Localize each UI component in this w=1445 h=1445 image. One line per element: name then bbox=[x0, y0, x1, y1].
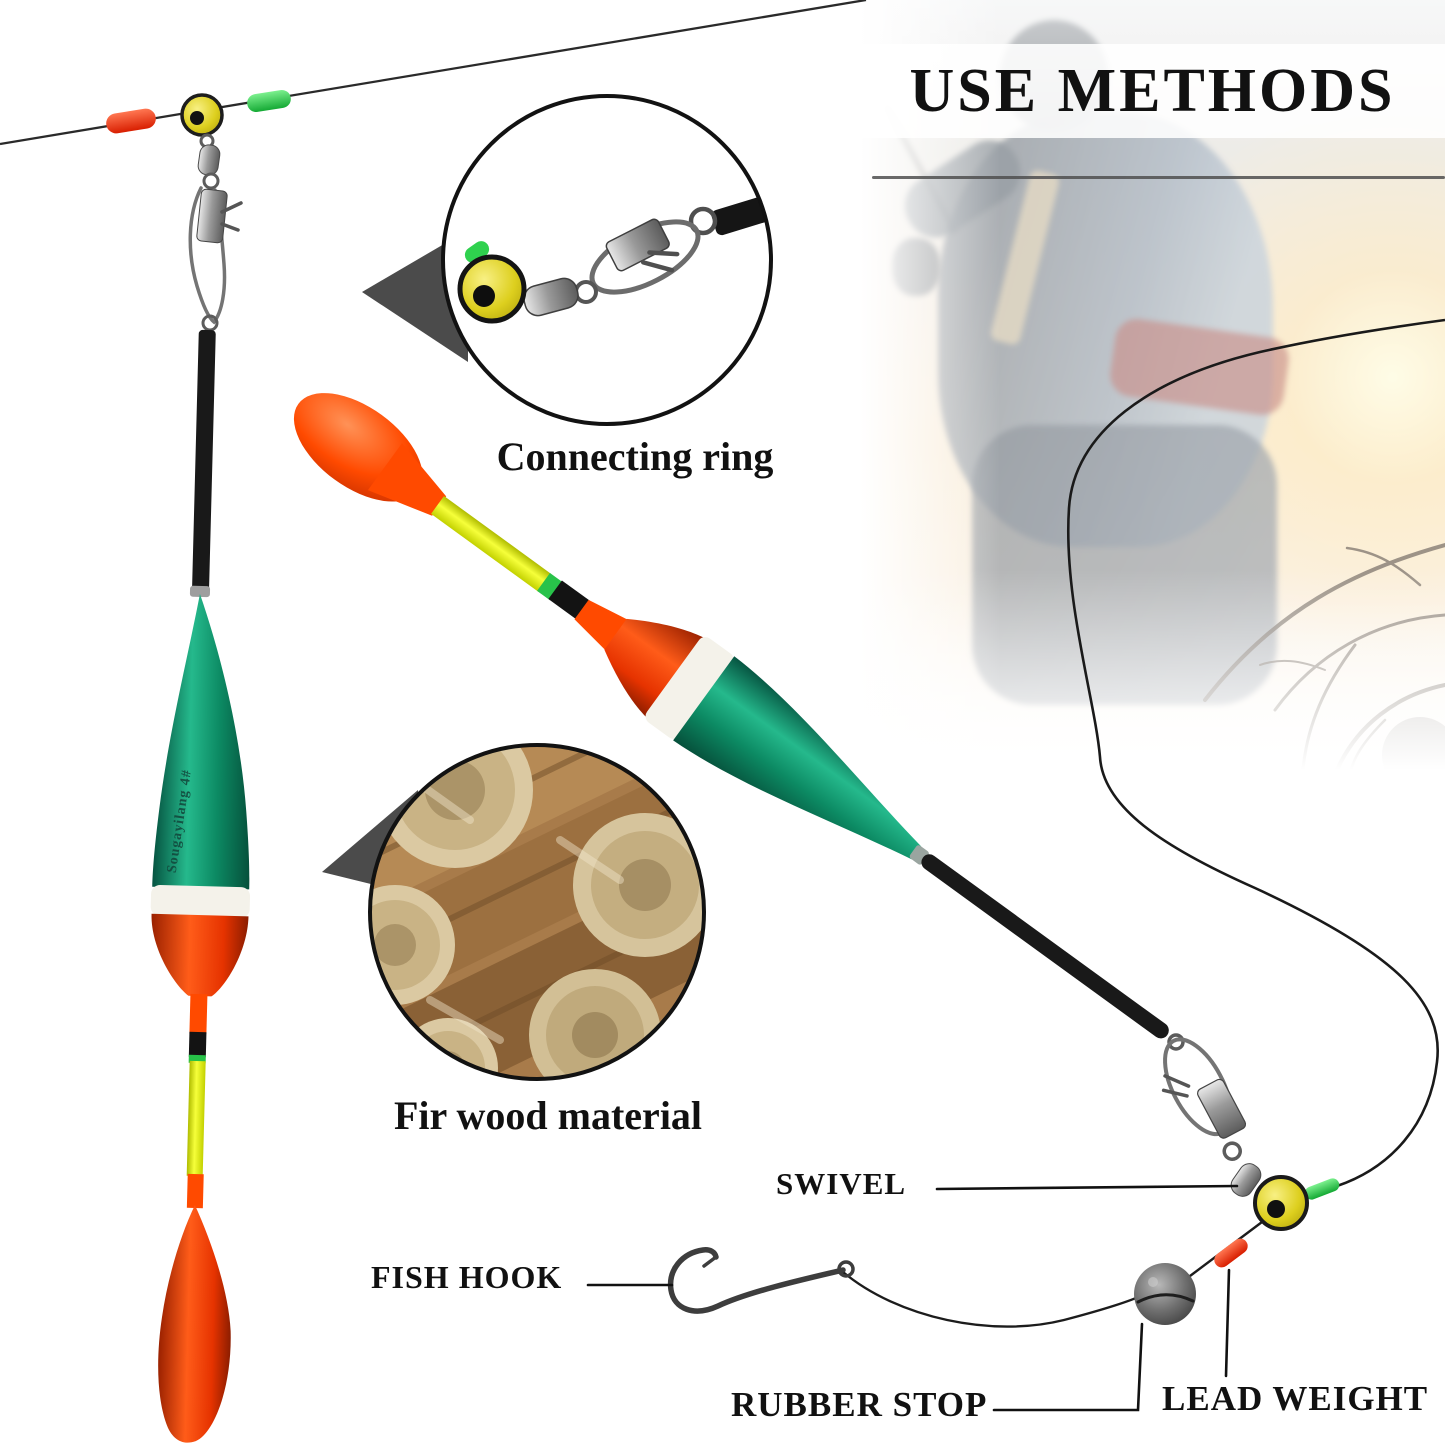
float2-red-shoulder bbox=[604, 618, 712, 723]
float2-black-band bbox=[548, 580, 590, 620]
float2-black-stem bbox=[921, 854, 1169, 1039]
vertical-float: Sougayilang 4# bbox=[150, 329, 251, 1443]
float2-green-body bbox=[673, 656, 922, 860]
float-top-antenna bbox=[192, 329, 216, 593]
float2-yellow-stem bbox=[431, 496, 552, 592]
rig-line-swoop bbox=[1067, 318, 1445, 1188]
swivel-snap-top bbox=[188, 133, 243, 332]
green-bead-bottom bbox=[1304, 1178, 1340, 1200]
swivel-connector-line bbox=[935, 1184, 1239, 1191]
float2-orange-neck bbox=[367, 443, 447, 516]
float-green-body bbox=[152, 593, 250, 890]
inset-circle-bg bbox=[443, 96, 771, 424]
float2-white-band bbox=[645, 637, 734, 739]
title-banner bbox=[858, 44, 1445, 138]
yellow-bead-center-hole bbox=[190, 111, 204, 125]
float-black-band bbox=[188, 1031, 207, 1058]
line-hook-to-weight bbox=[841, 1270, 1142, 1328]
rubber-stop-connector-line bbox=[992, 1322, 1144, 1412]
hook-eye bbox=[837, 1260, 855, 1278]
bottom-rig bbox=[586, 1033, 1340, 1412]
rubber-stop-label: RUBBER STOP bbox=[731, 1385, 988, 1424]
inset-circle-border bbox=[441, 94, 773, 426]
fish-hook-graphic bbox=[667, 1247, 855, 1314]
float-bottom-bulb bbox=[158, 1205, 231, 1443]
connecting-ring-inset bbox=[441, 94, 773, 426]
page-title: USE METHODS bbox=[909, 57, 1396, 125]
float-red-shoulder bbox=[151, 913, 249, 997]
rubber-stop-bead bbox=[1214, 1238, 1248, 1268]
antenna-joint bbox=[189, 585, 211, 598]
float2-green-band bbox=[537, 573, 563, 601]
swivel-label: SWIVEL bbox=[776, 1166, 907, 1201]
fir-wood-label: Fir wood material bbox=[393, 1093, 703, 1138]
swivel-snap-bottom bbox=[1161, 1033, 1262, 1197]
float-orange-segment bbox=[186, 1173, 204, 1209]
inset-swivel-barrel bbox=[523, 277, 579, 317]
connecting-ring-label: Connecting ring bbox=[496, 434, 774, 479]
green-stop-bead bbox=[247, 89, 291, 113]
float-yellow-stem bbox=[186, 1060, 206, 1177]
diagonal-float bbox=[293, 393, 1169, 1039]
banner-divider-line bbox=[872, 176, 1445, 179]
fish-hook-label: FISH HOOK bbox=[371, 1259, 563, 1295]
line-stop-beads bbox=[106, 89, 291, 332]
float-orange-stem bbox=[189, 993, 208, 1035]
inset-bead-hole bbox=[473, 285, 495, 307]
lead-weight-connector-line bbox=[1224, 1268, 1231, 1378]
lead-ball-slot bbox=[1136, 1293, 1195, 1304]
yellow-bead-hole-bottom bbox=[1267, 1200, 1285, 1218]
float-white-band bbox=[150, 884, 251, 919]
red-stop-bead bbox=[106, 108, 156, 134]
wood-circle-border bbox=[368, 743, 706, 1081]
inset-snap-clip bbox=[589, 218, 701, 295]
lead-weight-label: LEAD WEIGHT bbox=[1162, 1379, 1429, 1418]
inset-black-tube bbox=[711, 185, 771, 236]
inset-wire-ring bbox=[688, 206, 718, 236]
